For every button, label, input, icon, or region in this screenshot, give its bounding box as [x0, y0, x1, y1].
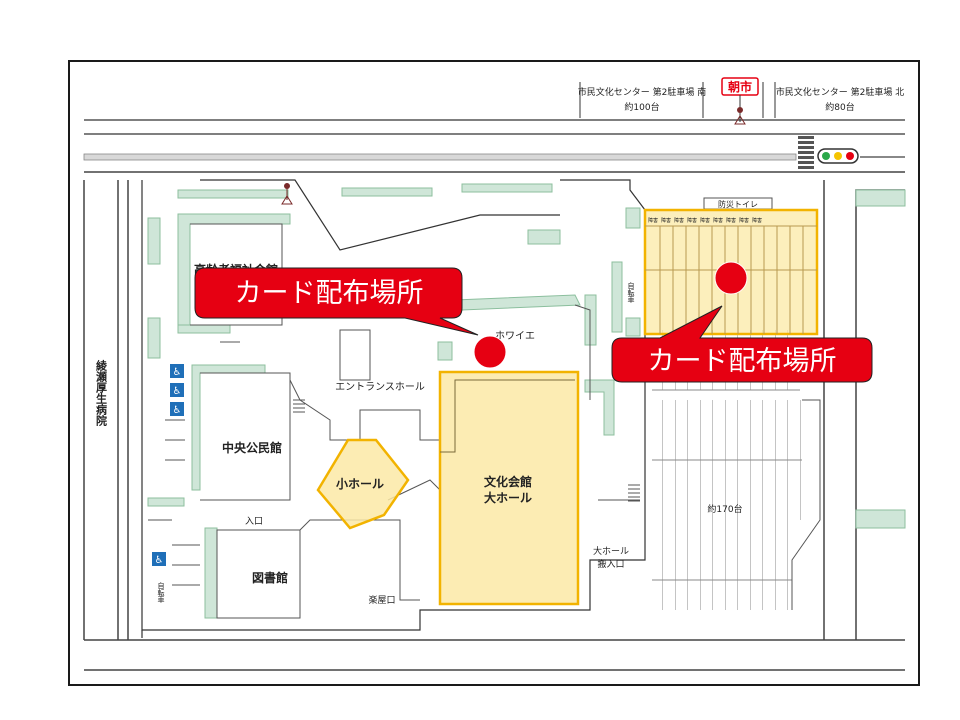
- parking-north-capacity: 約80台: [825, 101, 854, 113]
- callout-text: カード配布場所: [648, 346, 837, 377]
- svg-text:障害: 障害: [752, 217, 762, 224]
- parking-south-label: 市民文化センター 第2駐車場 南: [578, 86, 706, 98]
- svg-text:障害: 障害: [674, 217, 684, 224]
- bicycle-label: 自転車: [627, 281, 635, 304]
- highlight-main-hall: [438, 370, 580, 606]
- site-outline: [141, 179, 646, 638]
- disaster-toilet-label: 防災トイレ: [718, 199, 758, 209]
- svg-text:障害: 障害: [739, 217, 749, 224]
- parking-south-capacity: 約100台: [624, 101, 659, 113]
- traffic-light-icon: [817, 148, 859, 164]
- distribution-point-marker[interactable]: [473, 335, 507, 369]
- main-hall-loading-line2: 搬入口: [597, 558, 624, 570]
- asaichi-label: 朝市: [728, 79, 752, 94]
- backstage-label: 楽屋口: [368, 594, 395, 606]
- entrance-hall-label: エントランスホール: [335, 381, 425, 393]
- bicycle-label-2: 自転車: [157, 581, 165, 604]
- wheelchair-icon: [170, 402, 184, 416]
- distribution-callout-left[interactable]: カード配布場所: [194, 267, 479, 336]
- parking-south-sign: 市民文化センター 第2駐車場 南 約100台: [578, 82, 706, 118]
- stairs: [220, 341, 640, 502]
- right-sidewalk-blocks: [855, 189, 906, 529]
- parking-main-capacity: 約170台: [707, 503, 742, 515]
- parking-north-label: 市民文化センター 第2駐車場 北: [776, 86, 904, 98]
- second-road: [83, 153, 905, 173]
- community-center-label: 中央公民館: [222, 440, 282, 455]
- wheelchair-icon: [152, 552, 166, 566]
- main-hall-label-line2: 大ホール: [484, 490, 532, 505]
- library-label: 図書館: [252, 570, 288, 585]
- foyer-label: ホワイエ: [495, 330, 535, 342]
- svg-text:♿: ♿: [173, 386, 182, 397]
- distribution-point-marker[interactable]: [714, 261, 748, 295]
- svg-text:♿: ♿: [173, 367, 182, 378]
- svg-text:障害: 障害: [661, 217, 671, 224]
- main-hall-label-line1: 文化会館: [484, 474, 532, 489]
- main-hall-inner-wall: [440, 379, 575, 453]
- wheelchair-icon: [170, 383, 184, 397]
- hospital-label: 綾瀬厚生病院: [95, 359, 108, 427]
- svg-text:障害: 障害: [713, 217, 723, 224]
- svg-text:障害: 障害: [687, 217, 697, 224]
- svg-text:障害: 障害: [648, 217, 658, 224]
- parking-north-sign: 市民文化センター 第2駐車場 北 約80台: [762, 82, 904, 118]
- stall-labels: 障害 障害 障害 障害 障害 障害 障害 障害 障害: [648, 217, 762, 224]
- svg-text:障害: 障害: [700, 217, 710, 224]
- crosswalk: [798, 136, 814, 169]
- wheelchair-parking: ♿ ♿ ♿ ♿: [148, 364, 200, 586]
- entrance-label: 入口: [245, 516, 263, 527]
- svg-text:♿: ♿: [173, 405, 182, 416]
- distribution-callout-right[interactable]: カード配布場所: [611, 305, 873, 383]
- green-areas: [147, 183, 641, 619]
- right-road: [823, 180, 905, 640]
- left-road: [83, 180, 129, 640]
- pin-icon: [737, 107, 743, 113]
- asaichi-sign: 朝市: [721, 77, 759, 125]
- callout-text: カード配布場所: [235, 278, 424, 309]
- top-road: [84, 119, 905, 135]
- small-hall-label: 小ホール: [336, 476, 384, 491]
- svg-text:障害: 障害: [726, 217, 736, 224]
- pin-marker: [281, 183, 293, 205]
- highlight-small-hall: [316, 438, 410, 530]
- main-hall-loading-line1: 大ホール: [593, 545, 629, 557]
- disaster-toilet: 防災トイレ: [703, 197, 773, 210]
- wheelchair-icon: [170, 364, 184, 378]
- svg-text:♿: ♿: [155, 555, 164, 566]
